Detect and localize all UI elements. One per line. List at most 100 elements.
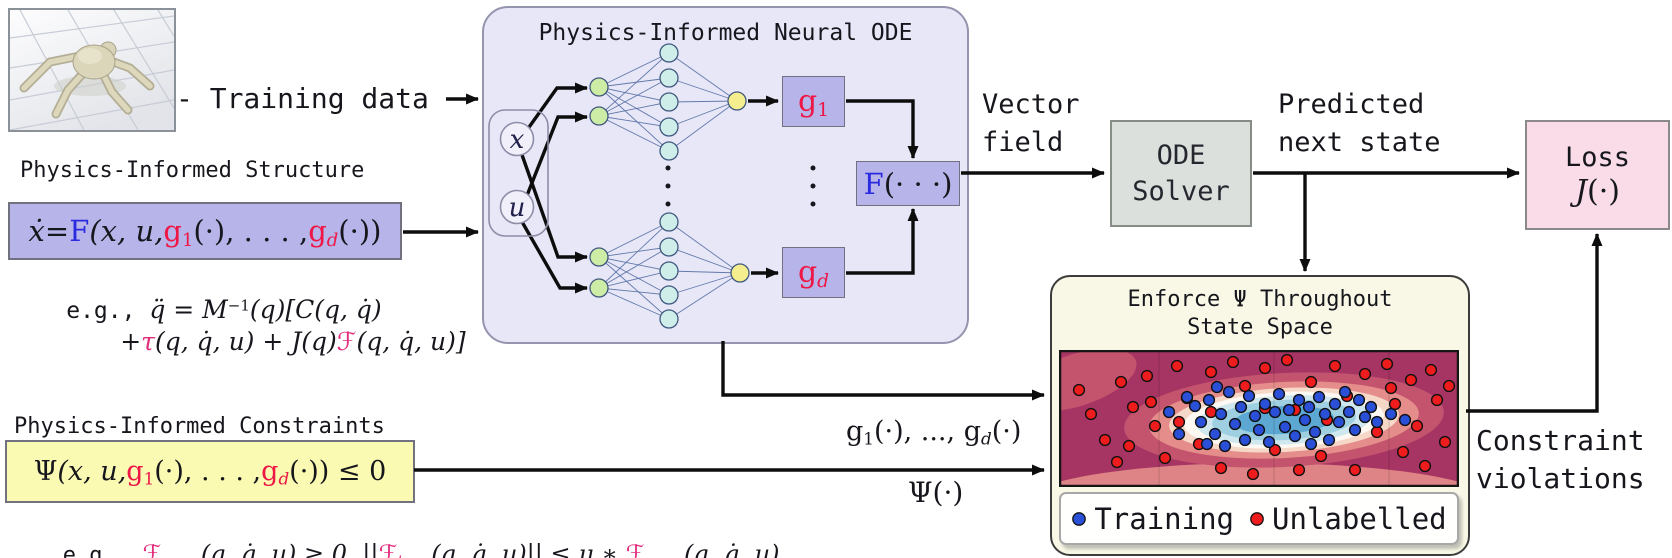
scatter-point-training	[1370, 415, 1384, 429]
enforce-title-line1: Enforce Ψ Throughout	[1127, 287, 1393, 312]
eg-2a: (q, q̇, u) + J(q)	[155, 327, 337, 356]
scatter-point-unlabelled	[1328, 359, 1342, 373]
scatter-point-unlabelled	[1314, 449, 1328, 463]
arrow-violations-to-loss	[1466, 233, 1603, 413]
scatter-point-unlabelled	[1158, 451, 1172, 465]
scatter-point-unlabelled	[1404, 373, 1418, 387]
scatter-point-training	[1200, 437, 1214, 451]
eg-plus: +	[120, 327, 142, 356]
ode-solver-line2: Solver	[1132, 175, 1230, 207]
scatter-point-unlabelled	[1430, 393, 1444, 407]
state-space-contour-plot	[1059, 350, 1459, 487]
scatter-point-training	[1342, 405, 1356, 419]
scatter-point-unlabelled	[1122, 439, 1136, 453]
scatter-point-unlabelled	[1110, 455, 1124, 469]
neural-ode-title: Physics-Informed Neural ODE	[538, 20, 913, 46]
loss-title: Loss	[1564, 142, 1631, 173]
training-legend-label: Training	[1094, 501, 1235, 536]
scatter-point-training	[1272, 387, 1286, 401]
structure-example-line2: +τ(q, q̇, u) + J(q)ℱ(q, q̇, u)]	[60, 298, 465, 385]
vector-field-line1: Vector	[982, 89, 1080, 120]
scatter-point-unlabelled	[1442, 379, 1456, 393]
scatter-point-unlabelled	[1384, 381, 1398, 395]
scatter-point-training	[1328, 397, 1342, 411]
ceq-g1: g1	[126, 456, 155, 489]
scatter-point-training	[1322, 433, 1336, 447]
scatter-point-training	[1208, 427, 1222, 441]
g-arrow-sA: 1	[863, 428, 874, 449]
ceg-prefix: e.g.,	[62, 543, 143, 558]
ceg-F2sub: tang	[397, 552, 431, 558]
eq-gd: gd	[308, 214, 339, 252]
eg-sup: −1	[227, 296, 250, 315]
ceg-c: (q, q̇, u)	[684, 540, 780, 558]
contour-blob	[1059, 350, 1137, 412]
scatter-point-training	[1218, 439, 1232, 453]
constraint-violations-label: Constraint violations	[1476, 422, 1645, 498]
scatter-point-unlabelled	[1204, 405, 1218, 419]
scatter-point-unlabelled	[1084, 407, 1098, 421]
enforce-title-line2: State Space	[1187, 315, 1333, 340]
scatter-point-training	[1338, 385, 1352, 399]
scatter-point-unlabelled	[1072, 383, 1086, 397]
constraints-example: e.g., ℱnorm(q, q̇, u) ≥ 0, ||ℱtang(q, q̇…	[5, 512, 780, 558]
scatter-point-training	[1332, 415, 1346, 429]
ceg-a: (q, q̇, u) ≥ 0, ||	[200, 540, 379, 558]
training-legend-dot	[1072, 511, 1087, 526]
scatter-point-unlabelled	[1292, 463, 1306, 477]
scatter-point-training	[1318, 407, 1332, 421]
constraint-violations-line2: violations	[1476, 462, 1645, 495]
scatter-point-training	[1398, 413, 1412, 427]
unlabelled-legend-label: Unlabelled	[1272, 501, 1447, 536]
ceq-close: (·)) ≤ 0	[289, 456, 387, 487]
loss-equation: J(·)	[1575, 175, 1620, 209]
eq-equals: =	[44, 214, 70, 248]
ode-solver-box: ODE Solver	[1110, 120, 1252, 227]
constraint-violations-line1: Constraint	[1476, 424, 1645, 457]
scatter-point-training	[1228, 417, 1242, 431]
scatter-point-training	[1312, 390, 1326, 404]
ceg-F2: ℱ	[378, 540, 398, 558]
eq-args1: (x, u,	[89, 214, 164, 248]
scatter-point-unlabelled	[1418, 459, 1432, 473]
scatter-point-training	[1292, 393, 1306, 407]
scatter-point-unlabelled	[1268, 443, 1282, 457]
g1-function-box: g1	[782, 76, 845, 127]
scatter-point-unlabelled	[1258, 361, 1272, 375]
scatter-point-training	[1262, 435, 1276, 449]
scatter-point-training	[1162, 405, 1176, 419]
scatter-point-unlabelled	[1140, 369, 1154, 383]
scatter-point-unlabelled	[1238, 379, 1252, 393]
scatter-point-unlabelled	[1204, 365, 1218, 379]
scatter-point-training	[1348, 423, 1362, 437]
scatter-point-training	[1172, 427, 1186, 441]
scatter-point-unlabelled	[1388, 397, 1402, 411]
ceq-dots: (·), . . . ,	[154, 456, 262, 487]
scatter-point-training	[1268, 405, 1282, 419]
ode-solver-line1: ODE	[1156, 139, 1206, 171]
scatter-point-training	[1194, 415, 1208, 429]
loss-J: J	[1575, 174, 1588, 209]
predicted-line1: Predicted	[1278, 89, 1425, 120]
plot-border	[1059, 350, 1459, 487]
eq-g1: g1	[163, 214, 194, 252]
g-arrow-mid: (·), ...,	[873, 416, 964, 447]
scatter-point-unlabelled	[1396, 445, 1410, 459]
arrow-g-to-enforce	[721, 341, 1045, 401]
loss-box: Loss J(·)	[1525, 120, 1670, 230]
scatter-point-training	[1210, 380, 1224, 394]
eq-close: (·))	[338, 214, 382, 248]
eq-F: F	[69, 214, 90, 248]
scatter-point-training	[1358, 410, 1372, 424]
eg-prefix: e.g.,	[66, 298, 150, 324]
scatter-point-unlabelled	[1424, 363, 1438, 377]
scatter-point-training	[1188, 399, 1202, 413]
scatter-point-unlabelled	[1170, 359, 1184, 373]
scatter-point-unlabelled	[1280, 353, 1294, 367]
scatter-point-training	[1234, 400, 1248, 414]
scatter-point-training	[1304, 437, 1318, 451]
structure-title: Physics-Informed Structure	[20, 158, 365, 183]
g-arrow-end: (·)	[991, 416, 1022, 447]
